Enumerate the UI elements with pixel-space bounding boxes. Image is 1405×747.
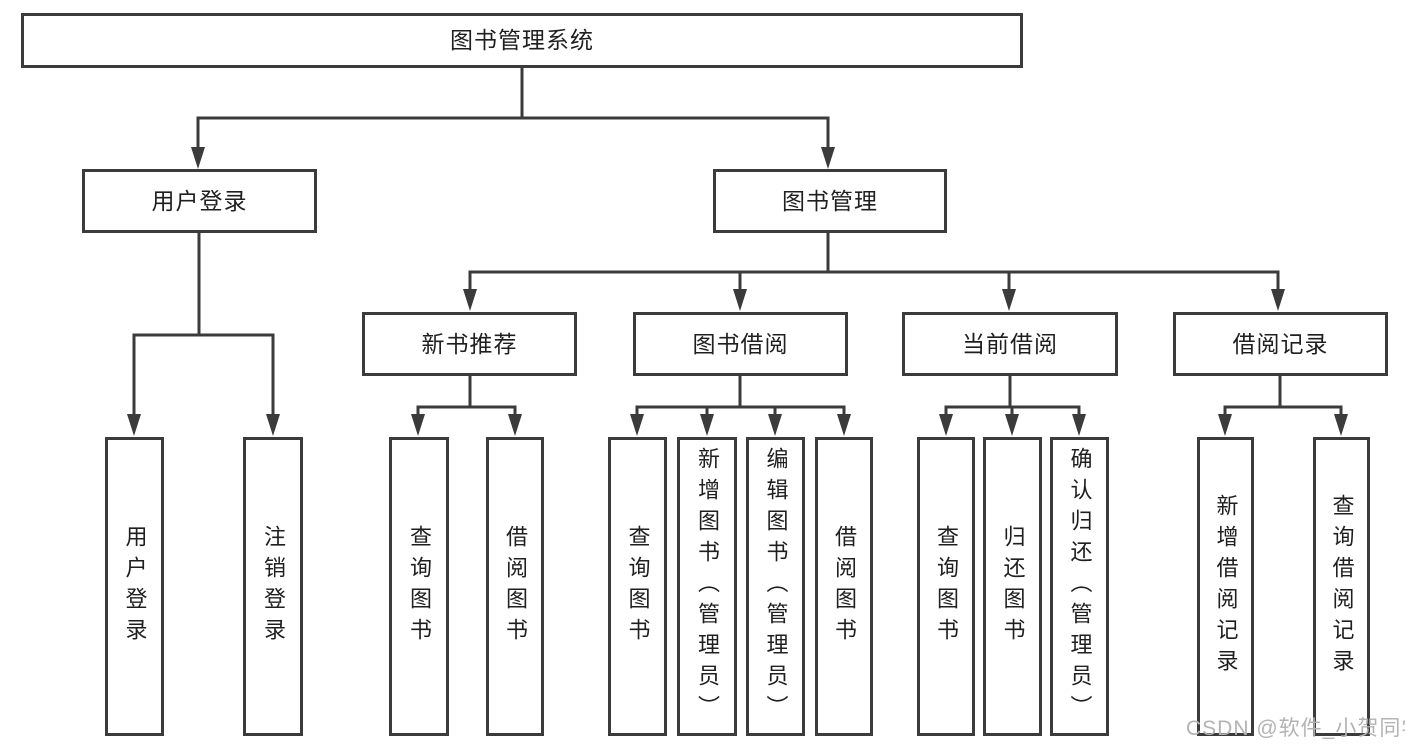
leaf-cb-confirm-return-label: 确认归还（管理员） <box>1067 447 1093 726</box>
node-new-book-recommend: 新书推荐 <box>362 312 577 376</box>
node-current-borrow-label: 当前借阅 <box>962 330 1058 357</box>
csdn-watermark: CSDN @软件_小贺同学 <box>1186 717 1405 740</box>
node-borrow-records: 借阅记录 <box>1173 312 1388 376</box>
leaf-bb-edit-books-label: 编辑图书（管理员） <box>763 447 789 726</box>
arrowheads-path <box>127 147 1348 436</box>
node-book-management-label: 图书管理 <box>782 187 878 214</box>
node-new-book-recommend-label: 新书推荐 <box>421 330 518 357</box>
leaf-bb-add-books-label: 新增图书（管理员） <box>695 447 720 726</box>
leaf-bb-borrow-books-label: 借阅图书 <box>832 524 857 649</box>
node-user-login-label: 用户登录 <box>151 187 248 214</box>
leaf-br-query-record: 查询借阅记录 <box>1313 437 1370 736</box>
leaf-bb-add-books: 新增图书（管理员） <box>677 437 737 736</box>
leaf-bb-query-books-label: 查询图书 <box>625 524 651 649</box>
leaf-bb-edit-books: 编辑图书（管理员） <box>746 437 805 736</box>
leaf-nbr-borrow-books: 借阅图书 <box>486 437 544 736</box>
node-current-borrow: 当前借阅 <box>902 312 1118 376</box>
leaf-user-login: 用户登录 <box>105 437 164 736</box>
leaf-br-add-record: 新增借阅记录 <box>1197 437 1254 736</box>
leaf-cb-query-books: 查询图书 <box>917 437 975 736</box>
node-book-management: 图书管理 <box>713 169 947 233</box>
node-borrow-records-label: 借阅记录 <box>1232 330 1329 357</box>
leaf-cb-confirm-return: 确认归还（管理员） <box>1050 437 1109 736</box>
leaf-nbr-borrow-books-label: 借阅图书 <box>503 524 528 649</box>
leaf-br-query-record-label: 查询借阅记录 <box>1329 493 1355 680</box>
leaf-nbr-query-books: 查询图书 <box>389 437 449 736</box>
node-user-login: 用户登录 <box>82 169 317 233</box>
leaf-cb-query-books-label: 查询图书 <box>934 524 959 649</box>
edges-path <box>132 68 1343 416</box>
node-book-borrow: 图书借阅 <box>633 312 848 376</box>
node-root-label: 图书管理系统 <box>450 27 594 53</box>
leaf-br-add-record-label: 新增借阅记录 <box>1213 493 1239 680</box>
leaf-cb-return-books: 归还图书 <box>983 437 1042 736</box>
leaf-cb-return-books-label: 归还图书 <box>1000 524 1026 649</box>
node-root: 图书管理系统 <box>21 13 1023 68</box>
node-book-borrow-label: 图书借阅 <box>692 330 789 357</box>
leaf-logout: 注销登录 <box>243 437 303 736</box>
leaf-nbr-query-books-label: 查询图书 <box>407 524 432 649</box>
leaf-bb-borrow-books: 借阅图书 <box>815 437 873 736</box>
leaf-logout-label: 注销登录 <box>261 524 286 649</box>
leaf-bb-query-books: 查询图书 <box>608 437 667 736</box>
leaf-user-login-label: 用户登录 <box>122 524 148 649</box>
